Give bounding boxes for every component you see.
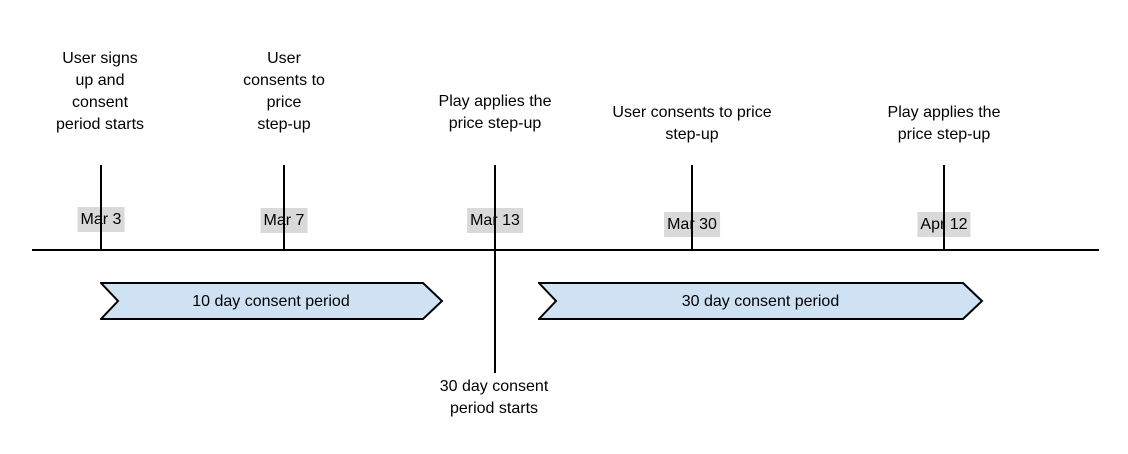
event-description: User signs up and consent period starts	[55, 50, 145, 133]
event-tick-line	[494, 165, 496, 373]
event-description: Play applies the price step-up	[887, 104, 1001, 143]
event-description: User consents to price step-up	[243, 50, 325, 133]
consent-period-label: 30 day consent period	[681, 293, 840, 310]
event-tick-line	[100, 165, 102, 250]
consent-period-arrow	[100, 282, 444, 320]
consent-period-arrow	[538, 282, 984, 320]
event-tick-line	[691, 165, 693, 250]
event-tick-line	[283, 165, 285, 250]
event-tick-line	[943, 165, 945, 250]
event-description: User consents to price step-up	[612, 104, 772, 143]
consent-period-label: 10 day consent period	[192, 293, 350, 310]
event-description: Play applies the price step-up	[438, 93, 552, 132]
period-start-note: 30 day consent period starts	[439, 378, 549, 417]
timeline-axis	[32, 249, 1099, 251]
